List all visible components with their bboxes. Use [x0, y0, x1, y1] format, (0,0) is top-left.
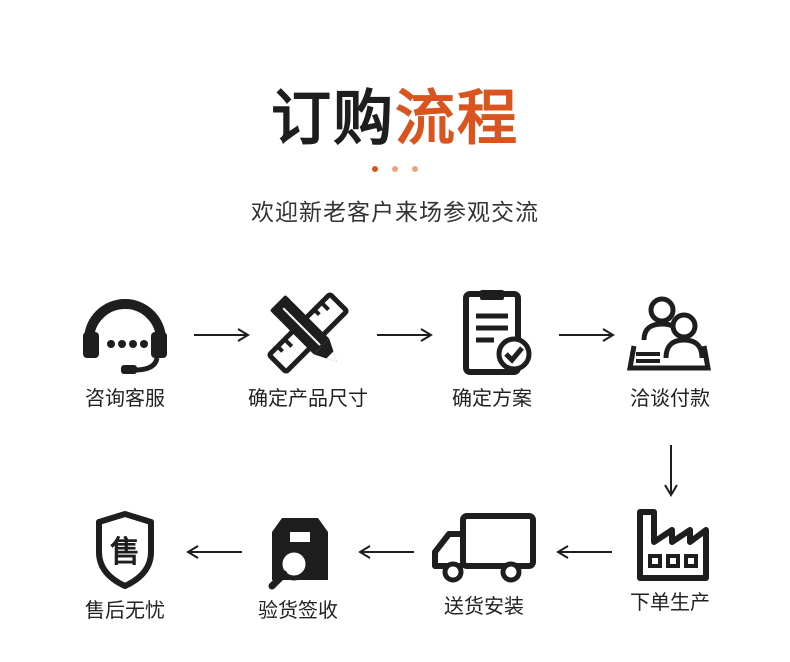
step-label: 下单生产: [630, 590, 710, 614]
headset-icon: [83, 299, 167, 374]
shield-badge-text: 售: [110, 535, 140, 570]
step-label: 验货签收: [258, 598, 338, 622]
step-production: 下单生产: [605, 506, 735, 615]
step-inspect-sign: 验货签收: [233, 510, 363, 623]
dot: [392, 166, 398, 172]
step-label: 洽谈付款: [630, 386, 710, 410]
box-inspect-icon: [268, 518, 328, 590]
arrow-left-icon: [186, 545, 242, 559]
title-part-accent: 流程: [395, 84, 519, 154]
title-decoration-dots: [0, 166, 790, 172]
factory-icon: [637, 509, 709, 581]
step-confirm-plan: 确定方案: [427, 288, 557, 411]
arrow-left-icon: [358, 545, 414, 559]
step-delivery: 送货安装: [419, 510, 549, 619]
delivery-truck-icon: [432, 513, 536, 583]
arrow-right-icon: [377, 328, 433, 342]
step-label: 送货安装: [444, 594, 524, 618]
after-sales-shield-icon: 售: [96, 511, 154, 589]
arrow-right-icon: [194, 328, 250, 342]
step-label: 咨询客服: [85, 386, 165, 410]
step-label: 确定方案: [452, 386, 532, 410]
step-label: 确定产品尺寸: [248, 386, 368, 410]
meeting-people-icon: [627, 296, 711, 371]
arrow-down-icon: [664, 445, 678, 497]
pencil-ruler-icon: [267, 292, 349, 374]
dot: [412, 166, 418, 172]
page-title: 订购流程: [0, 84, 790, 154]
dot: [372, 166, 378, 172]
step-confirm-size: 确定产品尺寸: [243, 288, 373, 411]
clipboard-check-icon: [463, 290, 532, 375]
step-after-sales: 售 售后无忧: [60, 510, 190, 623]
arrow-right-icon: [559, 328, 615, 342]
step-label: 售后无忧: [85, 598, 165, 622]
step-negotiate-payment: 洽谈付款: [605, 288, 735, 411]
arrow-left-icon: [556, 545, 612, 559]
title-part-dark: 订购: [271, 84, 395, 154]
page-subtitle: 欢迎新老客户来场参观交流: [251, 200, 539, 226]
step-consult: 咨询客服: [60, 288, 190, 411]
